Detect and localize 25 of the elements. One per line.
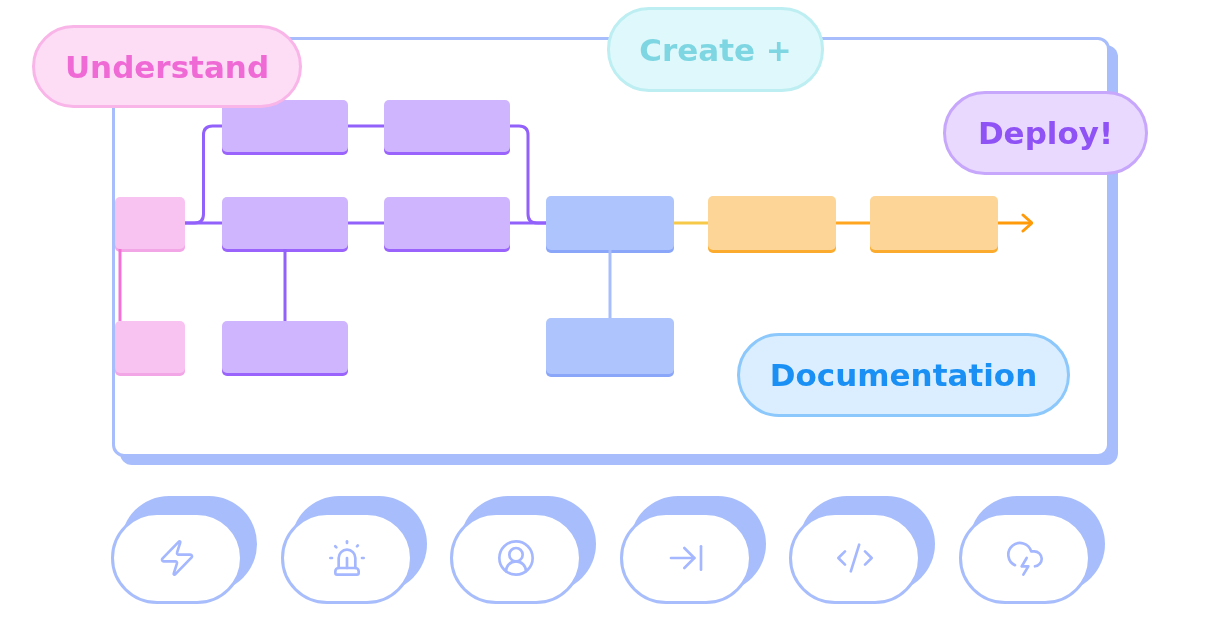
- process-box: [384, 100, 510, 152]
- connector-line: [283, 249, 287, 321]
- stage-label: Documentation: [769, 357, 1038, 393]
- process-box: [115, 321, 185, 373]
- connector-line: [608, 250, 612, 318]
- connector-line: [998, 213, 1034, 233]
- process-box: [708, 196, 836, 250]
- process-box: [115, 197, 185, 249]
- process-box: [546, 318, 674, 374]
- connector-line: [348, 124, 384, 128]
- connector-line: [118, 249, 122, 321]
- connector-line: [348, 221, 384, 225]
- connector-line: [185, 221, 222, 225]
- stage-label: Understand: [64, 48, 270, 85]
- connector-line: [510, 221, 546, 225]
- stage-label: Deploy!: [977, 115, 1114, 151]
- connector-line: [836, 221, 870, 225]
- process-box: [870, 196, 998, 250]
- process-box: [546, 196, 674, 250]
- process-box: [222, 321, 348, 373]
- process-box: [222, 100, 348, 152]
- connector-line: [674, 221, 708, 225]
- process-box: [384, 197, 510, 249]
- process-box: [222, 197, 348, 249]
- stage-label: Create +: [639, 31, 792, 68]
